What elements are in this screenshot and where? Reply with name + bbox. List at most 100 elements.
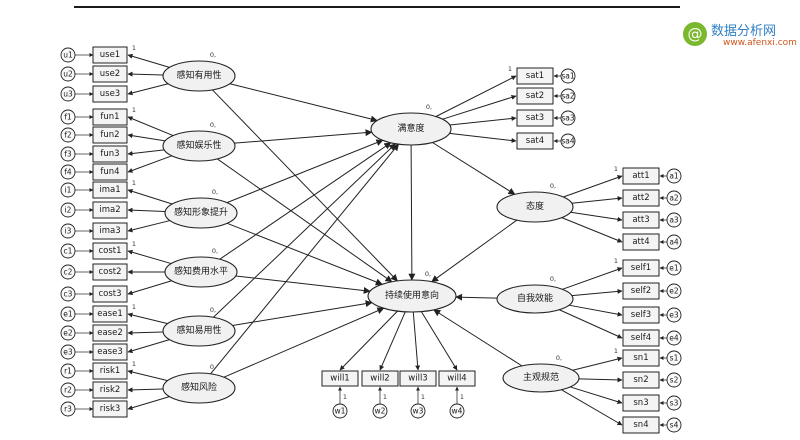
latent-ellipse	[370, 112, 452, 146]
indicator-box	[399, 370, 437, 387]
indicator-label: att1	[632, 171, 649, 181]
error-label: a3	[669, 216, 679, 225]
indicator-label: risk1	[100, 366, 121, 376]
indicator-box	[622, 211, 660, 229]
indicator-label: sn4	[633, 420, 648, 430]
latent-ellipse	[164, 256, 238, 288]
latent-label: 态度	[526, 200, 544, 212]
error-label: f4	[64, 168, 72, 177]
error-label: sa4	[561, 137, 575, 146]
error-circle	[666, 234, 682, 250]
indicator-box	[92, 85, 128, 103]
loading-arrow	[572, 356, 623, 371]
loading-arrow	[578, 377, 623, 383]
structural-path	[235, 275, 371, 294]
error-label: sa2	[561, 92, 575, 101]
structural-path	[217, 158, 393, 283]
error-circle	[60, 202, 76, 218]
loading-arrow	[127, 149, 165, 156]
loading-weight: 1	[132, 360, 136, 368]
indicator-label: fun2	[100, 130, 119, 140]
indicator-label: ease2	[97, 328, 123, 338]
latent-label: 满意度	[397, 122, 424, 134]
error-label: e2	[669, 287, 679, 296]
indicator-box	[92, 163, 128, 181]
error-circle	[666, 283, 682, 299]
error-circle	[60, 382, 76, 398]
loading-weight: 1	[132, 106, 136, 114]
loading-arrow	[127, 220, 171, 233]
loading-weight: 1	[508, 65, 512, 73]
indicator-box	[622, 189, 660, 207]
indicator-label: sat1	[526, 71, 544, 81]
error-circle	[560, 110, 576, 126]
error-circle	[666, 212, 682, 228]
latent-ellipse	[496, 284, 574, 314]
indicator-label: ima3	[99, 226, 120, 236]
indicator-box	[622, 259, 660, 277]
loading-arrow	[420, 311, 458, 371]
error-circle	[666, 190, 682, 206]
latent-ellipse	[367, 279, 457, 313]
indicator-box	[622, 306, 660, 324]
error-circle	[60, 66, 76, 82]
indicator-label: cost2	[98, 267, 121, 277]
variance-label: 0,	[210, 306, 216, 314]
indicator-label: ima1	[99, 185, 120, 195]
loading-arrow	[127, 207, 166, 213]
latent-label: 主观规范	[523, 371, 559, 383]
loading-arrow	[127, 133, 166, 142]
error-label: w3	[413, 407, 424, 416]
loading-arrow	[127, 369, 168, 382]
indicator-box	[92, 145, 128, 163]
error-label: a1	[669, 172, 679, 181]
loading-arrow	[127, 71, 164, 77]
structural-path	[408, 144, 416, 281]
variance-label: 0,	[210, 363, 216, 371]
error-label: e4	[669, 334, 679, 343]
error-label: i3	[65, 227, 72, 236]
error-label: i2	[65, 206, 72, 215]
indicator-label: cost1	[98, 246, 121, 256]
indicator-label: sn1	[633, 353, 648, 363]
variance-label: 0,	[550, 275, 556, 283]
error-circle	[60, 306, 76, 322]
latent-label: 感知形象提升	[174, 206, 228, 218]
variance-label: 0,	[210, 51, 216, 59]
loading-arrow	[127, 396, 170, 411]
error-circle	[60, 164, 76, 180]
indicator-box	[92, 108, 128, 126]
indicator-box	[92, 65, 128, 83]
error-circle	[560, 133, 576, 149]
error-circle	[60, 401, 76, 417]
error-label: s4	[670, 421, 679, 430]
loading-arrow	[571, 195, 623, 204]
latent-label: 感知易用性	[176, 324, 221, 336]
loading-arrow	[442, 94, 517, 120]
structural-path	[229, 83, 378, 123]
indicator-box	[92, 242, 128, 260]
logo-url: www.afenxi.com	[723, 38, 797, 48]
structural-path	[210, 143, 399, 375]
indicator-label: self4	[631, 333, 651, 343]
loading-arrow	[449, 115, 517, 126]
variance-label: 0,	[426, 103, 432, 111]
latent-label: 持续使用意向	[385, 289, 439, 301]
loading-arrow	[559, 309, 623, 339]
latent-ellipse	[162, 60, 236, 92]
loading-arrow	[339, 310, 398, 371]
error-circle	[60, 344, 76, 360]
loading-arrow	[435, 75, 517, 117]
indicator-box	[622, 233, 660, 251]
loading-arrow	[127, 188, 173, 205]
structural-path	[433, 309, 523, 367]
structural-path	[223, 307, 385, 378]
latent-label: 感知风险	[181, 381, 217, 393]
error-label: sa1	[561, 72, 575, 81]
loading-arrow	[562, 267, 623, 290]
loading-arrow	[449, 132, 517, 143]
error-label: c3	[64, 290, 73, 299]
error-label: w4	[452, 407, 463, 416]
error-label: s2	[670, 376, 679, 385]
latent-label: 感知有用性	[176, 69, 221, 81]
